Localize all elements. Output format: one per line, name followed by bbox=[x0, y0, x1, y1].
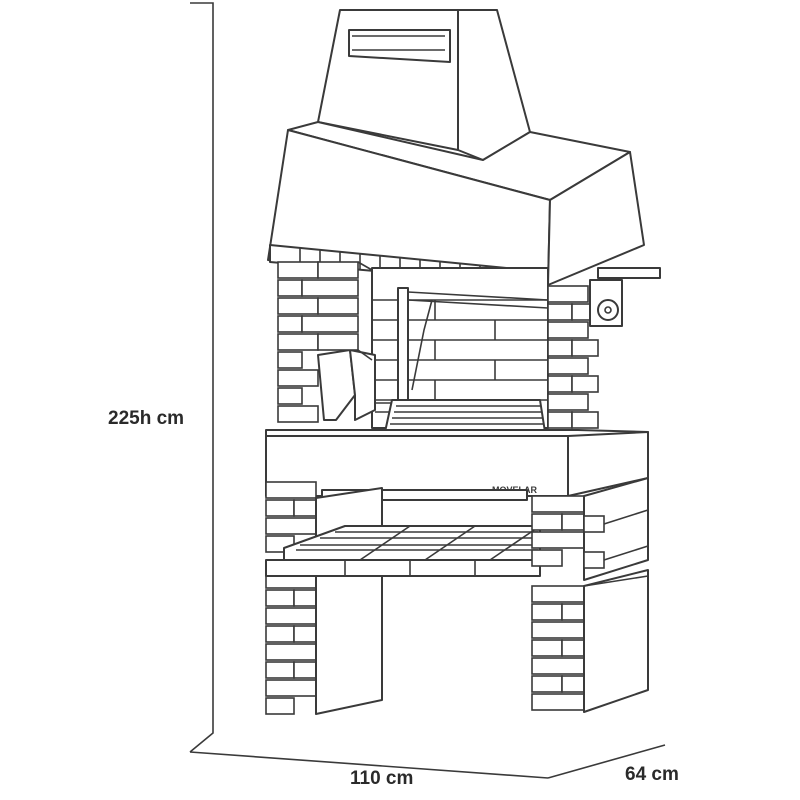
rotisserie-wheel bbox=[597, 299, 619, 321]
rotisserie-rod bbox=[597, 267, 661, 279]
left-upper-column bbox=[277, 261, 373, 423]
height-dimension-line bbox=[189, 2, 214, 753]
grill-lift-chain bbox=[411, 299, 433, 391]
lower-shelf-front bbox=[265, 559, 541, 577]
right-lower-column-side-lower bbox=[583, 569, 649, 713]
width-dimension-line bbox=[189, 751, 549, 779]
left-lower-column-side bbox=[315, 487, 383, 715]
depth-dimension-label: 64 cm bbox=[625, 764, 679, 785]
grill-lift-post bbox=[397, 287, 409, 409]
grill-grate bbox=[384, 399, 546, 433]
depth-dimension-line bbox=[547, 744, 666, 779]
counter: MOVELAR bbox=[265, 429, 649, 497]
hood bbox=[267, 121, 645, 287]
dimension-lines bbox=[189, 2, 666, 779]
coal-basket-side bbox=[349, 349, 376, 421]
chimney bbox=[317, 9, 531, 161]
right-lower-column bbox=[531, 477, 649, 713]
width-dimension-label: 110 cm bbox=[350, 768, 414, 789]
coal-basket bbox=[317, 349, 356, 421]
height-dimension-label: 225h cm bbox=[108, 408, 185, 429]
chimney-vent bbox=[348, 29, 451, 63]
firebox bbox=[317, 267, 549, 433]
ash-tray bbox=[321, 489, 528, 501]
rotisserie-motor bbox=[589, 267, 661, 327]
hood-side bbox=[547, 151, 645, 286]
left-lower-column bbox=[265, 481, 383, 715]
lower-shelf-bars bbox=[296, 525, 541, 561]
